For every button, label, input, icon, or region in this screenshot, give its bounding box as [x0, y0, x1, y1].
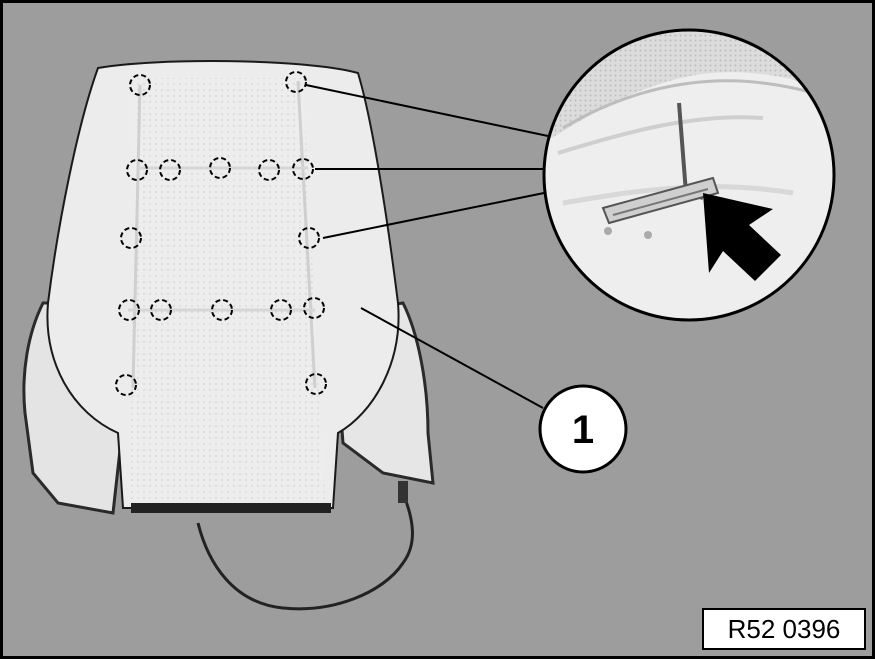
callout-number: 1: [572, 408, 594, 452]
cover-bottom-edge: [131, 503, 331, 513]
seat-illustration: 1: [22, 28, 836, 611]
clip-markers: [115, 71, 327, 396]
clip-marker: [118, 299, 140, 321]
clip-marker: [211, 299, 233, 321]
heating-cable: [196, 492, 414, 611]
clip-marker: [270, 299, 292, 321]
clip-marker: [292, 158, 314, 180]
clip-marker: [129, 74, 151, 96]
clip-marker: [120, 227, 142, 249]
clip-marker: [298, 227, 320, 249]
detail-zoom: [544, 30, 834, 320]
clip-marker: [303, 297, 325, 319]
callout-circle: [538, 384, 628, 474]
clip-marker: [115, 374, 137, 396]
clip-marker: [258, 159, 280, 181]
clip-marker: [159, 159, 181, 181]
clip-marker: [126, 159, 148, 181]
left-seam: [131, 84, 142, 389]
clip-marker: [305, 373, 327, 395]
figure-reference-code: R52 0396: [702, 608, 866, 650]
clip-marker: [209, 157, 231, 179]
callout-leader-line: [360, 307, 544, 409]
cable-connector: [398, 481, 408, 503]
detail-zoom-border: [542, 28, 836, 322]
clip-marker: [150, 299, 172, 321]
leader-line-1: [305, 84, 549, 137]
clip-marker: [285, 71, 307, 93]
right-seam: [296, 80, 317, 389]
center-mesh-panel: [128, 78, 325, 503]
leader-line-3: [322, 192, 545, 239]
detail-arrow: [703, 193, 781, 281]
